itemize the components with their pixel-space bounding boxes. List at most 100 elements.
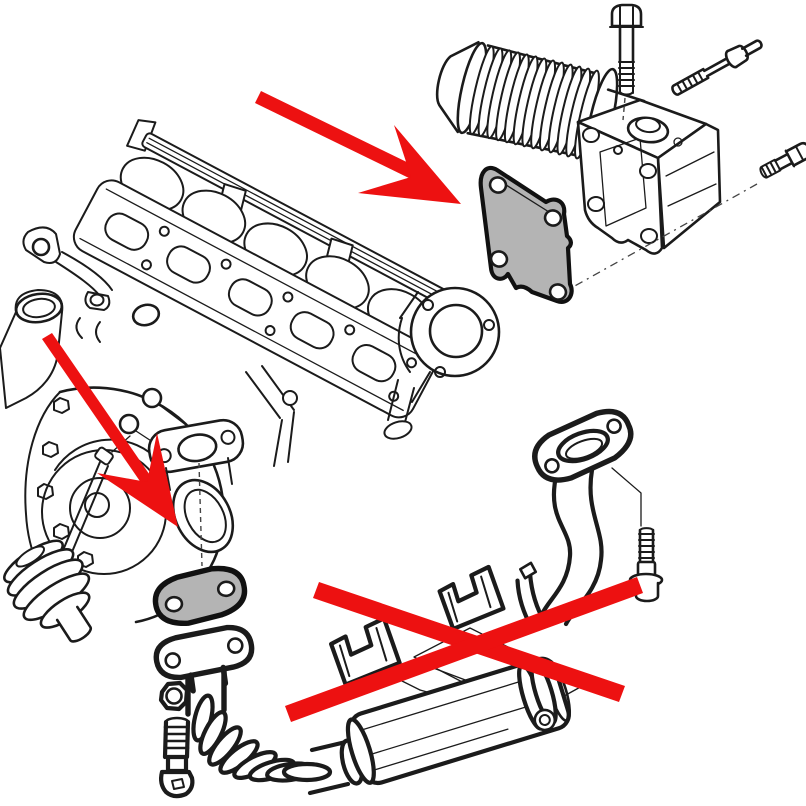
- plate-hole: [543, 209, 563, 227]
- red-cross-stroke: [285, 577, 643, 722]
- stud-hole: [118, 413, 140, 435]
- plate-hole: [488, 176, 508, 194]
- bracket-outline: [437, 564, 506, 632]
- flange-hole: [164, 652, 182, 669]
- intake-port: [289, 311, 335, 350]
- collar-body: [726, 44, 749, 69]
- bolt-shank: [165, 754, 189, 774]
- upper-flange-bore-inner: [564, 437, 604, 460]
- stud-tip: [740, 39, 763, 57]
- gasket-bolt-hole: [140, 259, 152, 271]
- cooler-left-cap: [345, 717, 376, 785]
- nut-bore: [165, 687, 183, 705]
- bolt-threads: [759, 158, 782, 179]
- hex-bolt: [42, 441, 59, 458]
- pipe-bolt: [159, 716, 195, 799]
- corrugated-elbow: [191, 693, 333, 783]
- rail-line: [146, 142, 457, 308]
- intake-port: [104, 212, 150, 251]
- mount-hole: [587, 196, 605, 212]
- bolt-threads: [163, 716, 190, 750]
- top-boss-cap: [635, 116, 661, 134]
- egr-pipe-upper-flange: [532, 408, 634, 483]
- flange-arm: [397, 291, 431, 403]
- arm-line: [55, 261, 101, 297]
- port-ring: [131, 303, 161, 327]
- clamp-tab: [519, 561, 538, 580]
- hex-bolt: [77, 551, 94, 568]
- cooler-line: [362, 672, 548, 731]
- leg-foot: [383, 420, 413, 440]
- rail-end-tab: [126, 119, 157, 152]
- manifold-body: [72, 179, 438, 419]
- egr-valve-assembly: [435, 3, 806, 288]
- bolt-threads: [618, 61, 635, 96]
- small-hole: [673, 137, 683, 147]
- body-line: [105, 188, 431, 362]
- plate-hole: [548, 283, 568, 301]
- egr-valve-mounting-bolt: [609, 3, 644, 121]
- bracket-line: [338, 627, 388, 678]
- scroll-circle-inner: [69, 477, 131, 539]
- turbine-outlet: [171, 478, 235, 554]
- intake-port: [227, 278, 273, 317]
- plate-hole: [164, 595, 184, 613]
- flange-hole: [544, 458, 560, 474]
- bracket-line: [447, 575, 492, 623]
- rod-clevis: [94, 446, 114, 466]
- assembly-axis-line: [572, 183, 758, 288]
- flange-hole: [606, 418, 622, 434]
- flange-hole: [226, 637, 244, 654]
- gasket-bolt-hole: [406, 357, 418, 369]
- assembly-dashed-line: [622, 97, 626, 121]
- bolt-head-facets: [609, 6, 644, 28]
- egr-pipe-flange-bolt: [628, 527, 664, 603]
- cooler-line: [370, 697, 556, 755]
- bolt-head: [634, 581, 660, 603]
- actuator-tip: [55, 605, 93, 643]
- pipe-flange-outline: [153, 624, 255, 681]
- bolt-head: [784, 141, 806, 167]
- rail-line: [148, 137, 459, 304]
- stud-hole: [141, 387, 163, 409]
- hex-bolt: [37, 483, 54, 500]
- backplate-bolts: [37, 397, 94, 568]
- bracket-arm: [245, 365, 295, 467]
- bolt-shank: [618, 26, 635, 64]
- intake-port: [351, 344, 397, 383]
- gasket-bolt-hole: [158, 225, 170, 237]
- intake-port: [166, 245, 211, 284]
- side-face-lines: [665, 151, 717, 207]
- cooler-body: [345, 656, 572, 786]
- bolt-threads: [638, 527, 655, 559]
- body-line: [79, 237, 404, 412]
- block-right-face: [656, 122, 722, 250]
- flange-hole: [483, 319, 495, 331]
- red-arrow-top-shaft: [255, 91, 419, 180]
- red-annotations: [42, 91, 643, 722]
- red-arrow-left-head: [97, 433, 178, 527]
- egr-valve-blanking-plate: [478, 165, 574, 304]
- flange-leg: [387, 379, 415, 427]
- actuator-rod: [63, 461, 109, 553]
- red-arrow-top-head: [358, 125, 461, 204]
- inlet-opening-inner: [22, 297, 56, 319]
- intake-manifold: [22, 119, 501, 467]
- outlet-ring: [171, 478, 235, 554]
- oval-blanking-plate: [152, 565, 248, 626]
- mount-hole: [639, 163, 657, 179]
- red-arrow-left-shaft: [42, 333, 156, 490]
- oval-plate-outline: [152, 565, 248, 626]
- egr-pipe-turbo-flange: [153, 624, 365, 796]
- pipe-nut: [158, 680, 190, 712]
- bolt-leader-line: [611, 467, 642, 527]
- bolt-shank: [773, 152, 794, 171]
- mount-hole: [582, 127, 600, 143]
- actuator-cap: [15, 545, 46, 568]
- cooler-line: [375, 728, 509, 771]
- cooler-bracket: [437, 564, 506, 632]
- port-hole: [220, 429, 236, 445]
- bolt-head: [159, 769, 195, 799]
